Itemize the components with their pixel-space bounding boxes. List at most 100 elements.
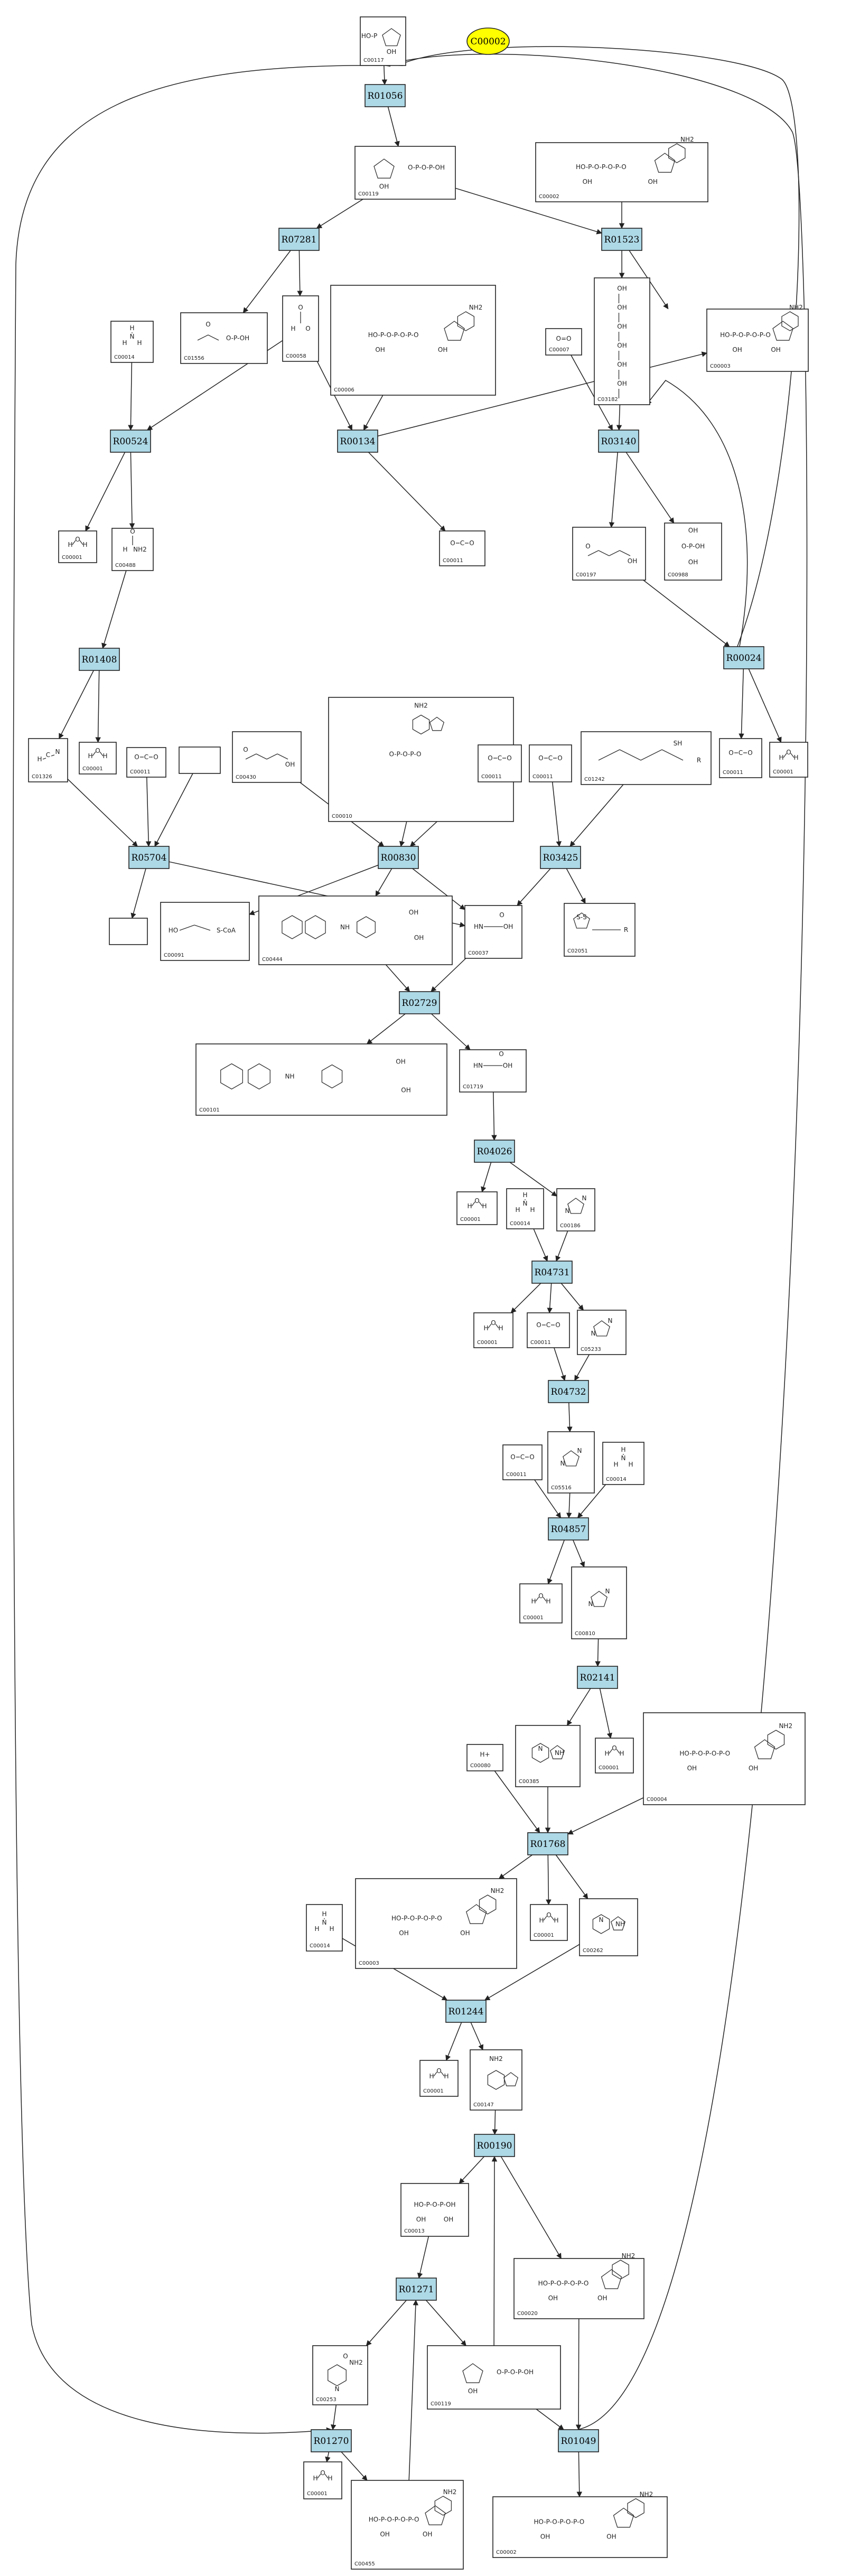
reaction-box[interactable] [540, 846, 581, 869]
reaction-box[interactable] [577, 1666, 618, 1689]
compound-box[interactable] [464, 905, 522, 959]
reaction-box[interactable] [474, 1140, 515, 1163]
compound-box[interactable] [643, 1712, 806, 1805]
compound-box[interactable] [478, 744, 522, 782]
reaction-node-R04731[interactable]: R04731 [531, 1261, 573, 1284]
compound-box[interactable] [110, 321, 154, 363]
reaction-node-R07281[interactable]: R07281 [278, 228, 320, 251]
reaction-node-R00024[interactable]: R00024 [723, 646, 764, 669]
reaction-node-R01768[interactable]: R01768 [527, 1832, 568, 1855]
reaction-node-R04732[interactable]: R04732 [548, 1380, 589, 1403]
compound-box[interactable] [456, 1191, 498, 1225]
reaction-node-R05704[interactable]: R05704 [128, 846, 170, 869]
compound-box[interactable] [58, 530, 97, 563]
compound-box[interactable] [330, 285, 496, 396]
reaction-node-R03140[interactable]: R03140 [598, 430, 639, 453]
compound-box[interactable] [312, 2345, 368, 2405]
compound-box[interactable] [180, 312, 268, 364]
reaction-node-R01056[interactable]: R01056 [365, 84, 406, 107]
reaction-box[interactable] [723, 646, 764, 669]
compound-box[interactable] [473, 1312, 513, 1348]
compound-node-blank1[interactable] [179, 746, 221, 774]
compound-box[interactable] [535, 142, 708, 202]
compound-box[interactable] [419, 2060, 459, 2097]
compound-box[interactable] [595, 1738, 634, 1774]
compound-box[interactable] [579, 1898, 638, 1956]
compound-box[interactable] [439, 530, 485, 566]
reaction-node-R04857[interactable]: R04857 [548, 1517, 589, 1541]
reaction-box[interactable] [558, 2429, 599, 2452]
reaction-box[interactable] [399, 991, 440, 1014]
compound-box[interactable] [594, 277, 650, 405]
reaction-node-R00134[interactable]: R00134 [337, 430, 378, 453]
compound-box[interactable] [769, 742, 808, 778]
reaction-box[interactable] [445, 2000, 487, 2023]
compound-box[interactable] [28, 738, 68, 782]
reaction-node-R02729[interactable]: R02729 [399, 991, 440, 1014]
compound-box[interactable] [427, 2345, 561, 2410]
compound-box[interactable] [719, 738, 762, 778]
reaction-box[interactable] [531, 1261, 573, 1284]
compound-node-blank2[interactable] [109, 918, 148, 945]
compound-box[interactable] [400, 2183, 469, 2237]
compound-box[interactable] [706, 309, 809, 372]
compound-box[interactable] [547, 1431, 595, 1494]
compound-box[interactable] [506, 1188, 544, 1229]
compound-box[interactable] [571, 1566, 627, 1639]
highlight-ellipse[interactable] [466, 27, 510, 55]
compound-box[interactable] [664, 522, 722, 581]
reaction-node-R04026[interactable]: R04026 [474, 1140, 515, 1163]
reaction-box[interactable] [548, 1380, 589, 1403]
compound-box[interactable] [492, 2496, 668, 2558]
compound-box[interactable] [530, 1904, 568, 1941]
reaction-node-R03425[interactable]: R03425 [540, 846, 581, 869]
reaction-box[interactable] [378, 846, 419, 869]
compound-box[interactable] [355, 1878, 517, 1969]
compound-box[interactable] [502, 1444, 543, 1480]
compound-box[interactable] [179, 746, 221, 774]
compound-box[interactable] [572, 527, 646, 581]
